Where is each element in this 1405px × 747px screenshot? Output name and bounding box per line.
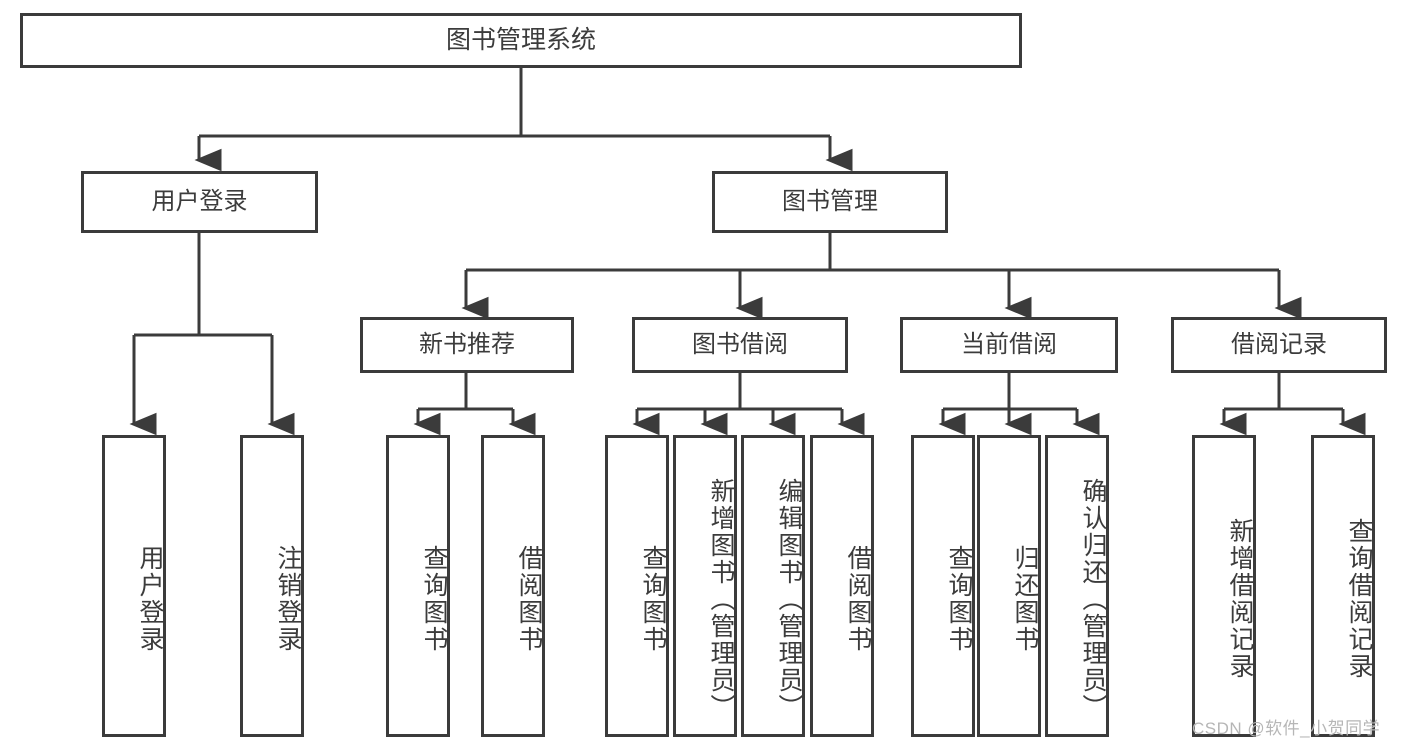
node-borrow-record[interactable]: 借阅记录 xyxy=(1171,317,1387,373)
node-label: 当前借阅 xyxy=(961,331,1057,359)
leaf-borrow-add-book-admin[interactable]: 新增图书（管理员） xyxy=(673,435,737,737)
node-label: 注销登录 xyxy=(274,545,302,653)
node-label: 归还图书 xyxy=(1011,545,1039,653)
node-label: 确认归还（管理员） xyxy=(1079,477,1107,721)
leaf-record-query-record[interactable]: 查询借阅记录 xyxy=(1311,435,1375,737)
leaf-borrow-edit-book-admin[interactable]: 编辑图书（管理员） xyxy=(741,435,805,737)
leaf-borrow-borrow-book[interactable]: 借阅图书 xyxy=(810,435,874,737)
node-label: 查询借阅记录 xyxy=(1345,518,1373,680)
node-label: 用户登录 xyxy=(151,188,248,216)
node-root-system[interactable]: 图书管理系统 xyxy=(20,13,1022,68)
leaf-user-login-logout[interactable]: 注销登录 xyxy=(240,435,304,737)
node-label: 查询图书 xyxy=(420,545,448,653)
node-label: 借阅图书 xyxy=(515,545,543,653)
leaf-borrow-query-book[interactable]: 查询图书 xyxy=(605,435,669,737)
node-label: 借阅图书 xyxy=(844,545,872,653)
node-label: 查询图书 xyxy=(639,545,667,653)
node-label: 查询图书 xyxy=(945,545,973,653)
leaf-current-return-book[interactable]: 归还图书 xyxy=(977,435,1041,737)
node-label: 新书推荐 xyxy=(419,331,515,359)
node-label: 借阅记录 xyxy=(1231,331,1327,359)
leaf-user-login-login[interactable]: 用户登录 xyxy=(102,435,166,737)
node-user-login[interactable]: 用户登录 xyxy=(81,171,318,233)
leaf-recommend-borrow-book[interactable]: 借阅图书 xyxy=(481,435,545,737)
node-label: 图书借阅 xyxy=(692,331,788,359)
node-label: 新增借阅记录 xyxy=(1226,518,1254,680)
leaf-record-add-record[interactable]: 新增借阅记录 xyxy=(1192,435,1256,737)
node-book-borrow[interactable]: 图书借阅 xyxy=(632,317,848,373)
watermark-text: CSDN @软件_小贺同学 xyxy=(1192,719,1381,738)
node-label: 编辑图书（管理员） xyxy=(775,477,803,721)
leaf-current-confirm-return-admin[interactable]: 确认归还（管理员） xyxy=(1045,435,1109,737)
node-new-book-recommend[interactable]: 新书推荐 xyxy=(360,317,574,373)
node-book-management[interactable]: 图书管理 xyxy=(712,171,948,233)
leaf-recommend-query-book[interactable]: 查询图书 xyxy=(386,435,450,737)
node-label: 图书管理 xyxy=(782,188,878,216)
node-label: 图书管理系统 xyxy=(445,26,596,55)
node-label: 新增图书（管理员） xyxy=(707,477,735,721)
node-current-borrow[interactable]: 当前借阅 xyxy=(900,317,1118,373)
leaf-current-query-book[interactable]: 查询图书 xyxy=(911,435,975,737)
node-label: 用户登录 xyxy=(136,545,164,653)
